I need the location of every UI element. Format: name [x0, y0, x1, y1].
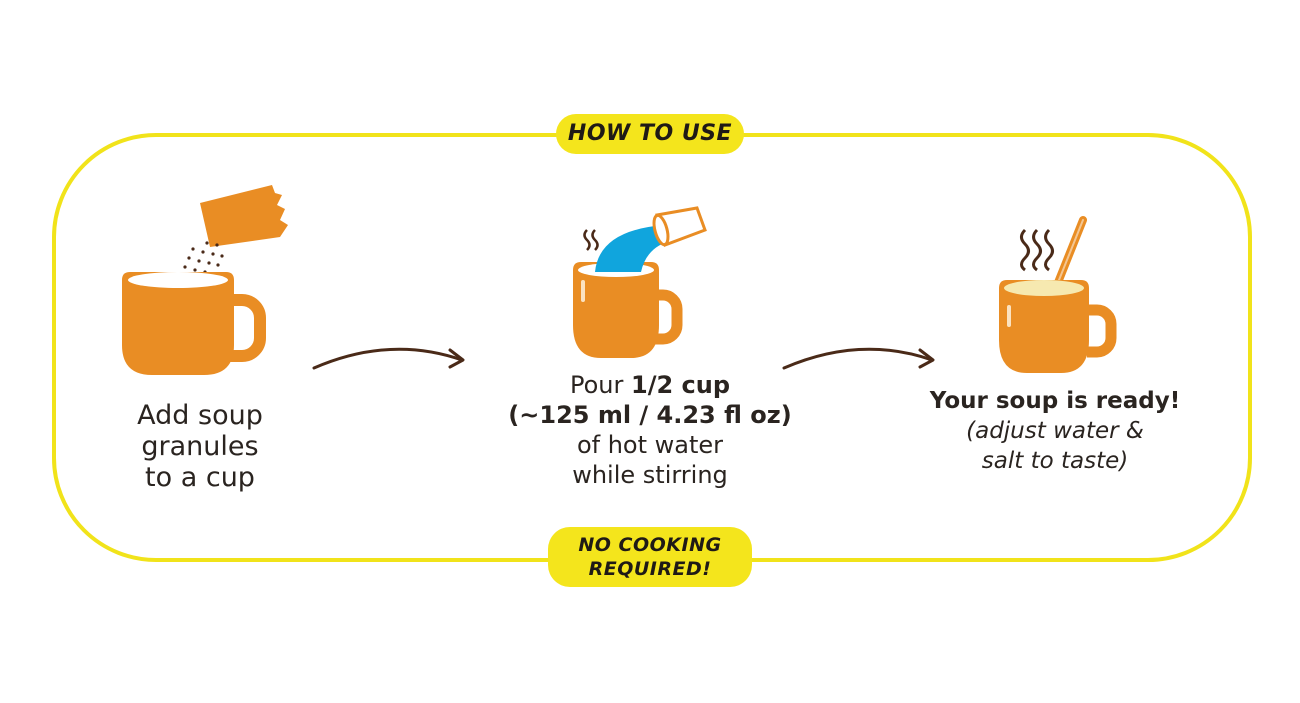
step-1-line: to a cup [145, 462, 255, 493]
no-cooking-line2: REQUIRED! [588, 558, 712, 580]
step-2-line4: while stirring [572, 461, 728, 489]
water-stream-icon [595, 225, 675, 272]
step-1-line: Add soup [137, 400, 263, 431]
step-1-caption: Add soup granules to a cup [95, 400, 305, 493]
no-cooking-badge: NO COOKING REQUIRED! [548, 527, 752, 587]
no-cooking-line1: NO COOKING [578, 534, 722, 556]
step-3-note: (adjust water & [966, 418, 1144, 444]
step-3-note: salt to taste) [981, 448, 1129, 474]
pouring-cup-icon [652, 206, 707, 247]
step-2-measure: (~125 ml / 4.23 fl oz) [508, 401, 792, 429]
arrow-right-icon [312, 347, 465, 370]
mug-with-soup-icon [999, 216, 1117, 373]
granules-icon [183, 241, 224, 276]
step-2-caption: Pour 1/2 cup (~125 ml / 4.23 fl oz) of h… [480, 370, 820, 490]
step-3-title: Your soup is ready! [929, 388, 1181, 414]
step-3-caption: Your soup is ready! (adjust water & salt… [905, 386, 1205, 476]
mug-with-sachet-icon [122, 185, 288, 375]
steam-icon [1020, 228, 1054, 272]
mug-pouring-water-icon [573, 206, 707, 358]
how-to-use-badge: HOW TO USE [556, 114, 744, 154]
sachet-icon [200, 185, 288, 247]
step-2-pour: Pour [569, 371, 631, 399]
step-2-amount: 1/2 cup [631, 371, 731, 399]
steam-icon [583, 229, 599, 251]
step-1-line: granules [141, 431, 259, 462]
step-2-line3: of hot water [576, 431, 724, 459]
arrow-right-icon [782, 347, 935, 370]
